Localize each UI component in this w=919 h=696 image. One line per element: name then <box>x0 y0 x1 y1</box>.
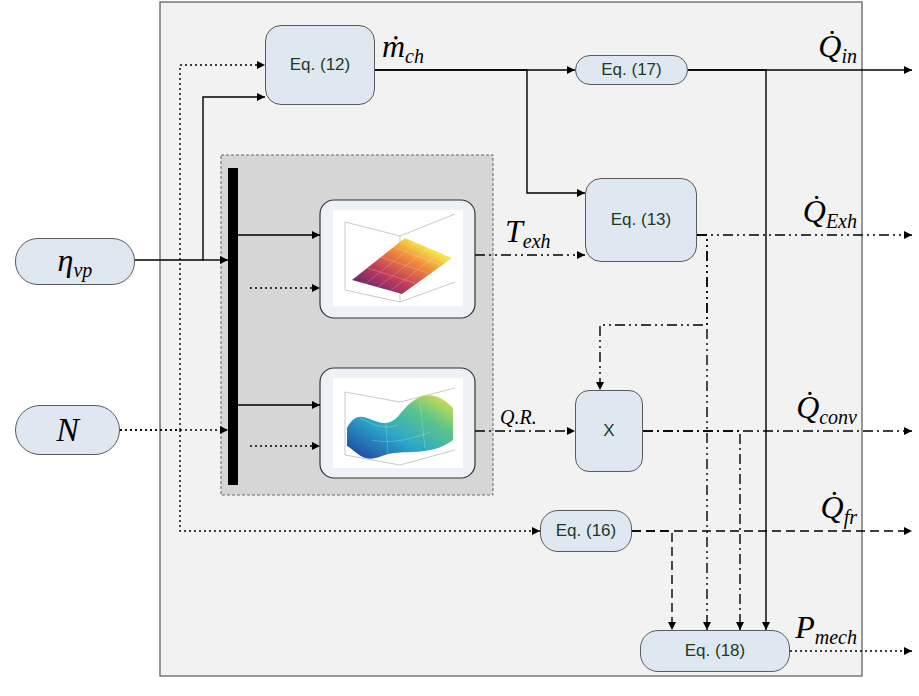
input-bus-bar <box>228 168 238 485</box>
node-text: Eq. (12) <box>290 55 350 75</box>
signal-label: Q̇fr <box>821 491 857 527</box>
text-stack: Eq. (17) <box>601 60 661 80</box>
system-housing <box>160 2 862 676</box>
input-terminal: N <box>15 405 120 455</box>
flow-arrow <box>120 65 265 430</box>
quality-ratio-map <box>320 368 475 478</box>
map-input-wire <box>238 234 320 235</box>
map-canvas <box>333 378 463 468</box>
flow-arrow <box>632 531 672 630</box>
signal-label: Pmech <box>795 611 857 647</box>
equation-box: Eq. (18) <box>640 630 790 672</box>
text-stack: Eq. (12) <box>290 55 350 75</box>
connector-layer <box>120 65 766 630</box>
node-text: N <box>56 413 79 447</box>
flow-arrow <box>643 431 740 630</box>
flow-arrow <box>135 97 265 260</box>
bus-wire <box>180 429 228 430</box>
exhaust-temperature-map <box>320 200 475 318</box>
map-output-wire <box>475 254 585 255</box>
node-text: Eq. (18) <box>685 641 745 661</box>
signal-label: Q.R. <box>500 407 537 427</box>
node-text: X <box>603 421 614 441</box>
text-stack: Eq. (16) <box>556 521 616 541</box>
map-output-wire <box>475 430 575 431</box>
map-input-wire <box>250 445 320 446</box>
equation-box: Eq. (13) <box>585 178 697 262</box>
flow-arrow <box>120 430 540 531</box>
layout-wires <box>180 70 912 651</box>
map-plane <box>352 238 452 294</box>
bus-wire <box>203 259 228 260</box>
map-surface <box>347 395 453 458</box>
lookup-region <box>221 155 493 495</box>
map-axes <box>345 388 455 465</box>
output-wire <box>632 530 912 531</box>
signal-label: Q̇in <box>818 30 857 66</box>
map-frame <box>320 368 475 478</box>
signal-label: Q̇Exh <box>803 195 857 231</box>
signal-label: ṁch <box>382 30 424 66</box>
text-stack: ηvp <box>58 244 93 280</box>
map-canvas <box>333 210 463 306</box>
equation-box: Eq. (12) <box>265 25 375 105</box>
signal-label: Texh <box>505 215 551 251</box>
map-grid <box>364 243 441 291</box>
map-frame <box>320 200 475 318</box>
multiplier-box: X <box>575 390 643 472</box>
output-wire <box>790 650 912 651</box>
text-stack: N <box>56 413 79 447</box>
node-text: Eq. (16) <box>556 521 616 541</box>
map-input-wire <box>250 287 320 288</box>
node-text: Eq. (13) <box>611 210 671 230</box>
node-text: ηvp <box>58 244 93 280</box>
text-stack: Eq. (13) <box>611 210 671 230</box>
map-input-wire <box>238 404 320 405</box>
equation-box: Eq. (17) <box>575 55 688 85</box>
signal-label: Q̇conv <box>796 391 857 427</box>
node-text: Eq. (17) <box>601 60 661 80</box>
text-stack: Eq. (18) <box>685 641 745 661</box>
equation-box: Eq. (16) <box>540 510 632 552</box>
text-stack: X <box>603 421 614 441</box>
flow-arrow <box>688 70 766 630</box>
flow-arrow <box>375 70 585 193</box>
map-axes <box>345 214 455 302</box>
map-grid <box>360 402 430 455</box>
input-terminal: ηvp <box>15 238 135 285</box>
output-wire <box>697 234 912 235</box>
flow-arrow <box>697 235 707 630</box>
